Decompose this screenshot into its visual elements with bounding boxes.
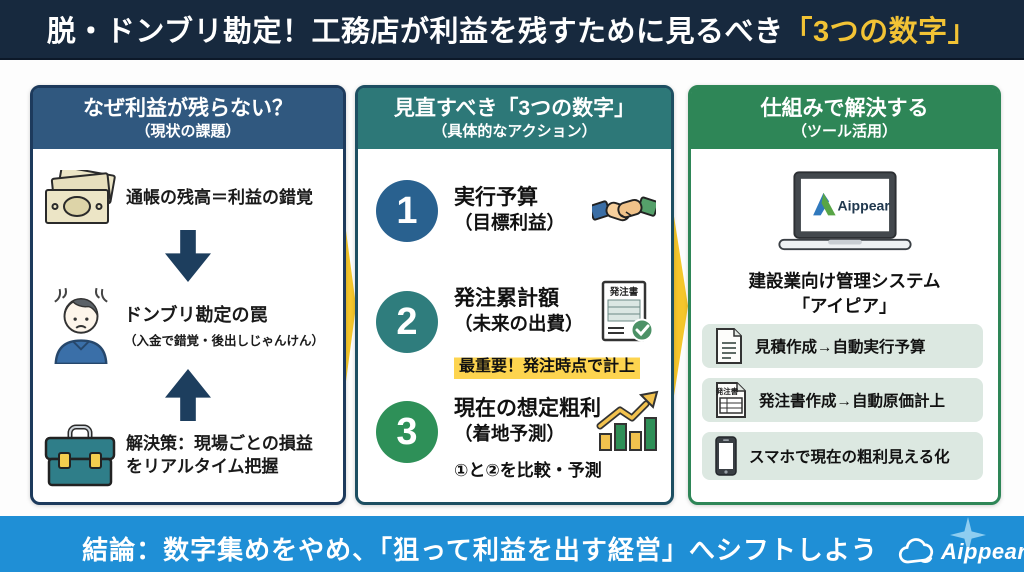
smartphone-icon <box>715 436 737 476</box>
problem-item-solution-line1: 解決策：現場ごとの損益 <box>126 434 313 454</box>
laptop-brand-text: Aippear <box>837 198 890 214</box>
step-3-title: 現在の想定粗利 <box>454 397 601 420</box>
panel-solution-subtitle: （ツール活用） <box>791 123 897 141</box>
page-title: 脱・ドンブリ勘定！工務店が利益を残すために見るべき「3つの数字」 <box>47 8 977 50</box>
step-2-badge: 2 <box>376 291 438 353</box>
handshake-icon <box>592 196 656 222</box>
problem-item-balance: 通帳の残高＝利益の錯覚 <box>43 170 313 226</box>
page-title-highlight: 「3つの数字」 <box>783 16 978 48</box>
order-sheet-label: 発注書 <box>609 286 639 298</box>
up-arrow-icon <box>165 369 211 421</box>
system-name-line2: 「アイピア」 <box>792 296 897 316</box>
worried-person-icon <box>54 287 108 364</box>
problem-item-balance-text: 通帳の残高＝利益の錯覚 <box>126 187 313 207</box>
step-2-note-highlight: 最重要！発注時点で計上 <box>454 352 641 379</box>
problem-item-solution: 解決策：現場ごとの損益 をリアルタイム把握 <box>43 424 313 488</box>
panel-solution: 仕組みで解決する （ツール活用） Aippear 建設業向け管理システム 「アイ… <box>688 85 1001 505</box>
title-bar: 脱・ドンブリ勘定！工務店が利益を残すために見るべき「3つの数字」 <box>0 0 1024 60</box>
feature-estimate-text: 見積作成→自動実行予算 <box>755 339 926 356</box>
toolbox-icon <box>44 424 116 487</box>
panel-problem-header: なぜ利益が残らない？ （現状の課題） <box>33 88 343 149</box>
step-3-badge: 3 <box>376 401 438 463</box>
order-doc-icon: 発注書 <box>715 382 746 418</box>
estimate-doc-icon <box>716 328 742 364</box>
panel-solution-header: 仕組みで解決する （ツール活用） <box>691 88 998 149</box>
step-2-sub: （未来の出費） <box>454 313 584 335</box>
feature-smartphone-text: スマホで現在の粗利見える化 <box>749 449 950 466</box>
step-1-sub: （目標利益） <box>454 212 566 234</box>
problem-item-solution-line2: をリアルタイム把握 <box>126 457 279 476</box>
step-2-title: 発注累計額 <box>454 287 559 310</box>
feature-order: 発注書 発注書作成→自動原価計上 <box>702 378 983 422</box>
order-sheet-check-icon: 発注書 <box>601 280 654 342</box>
down-arrow-icon <box>165 230 211 282</box>
growth-chart-icon <box>596 390 659 451</box>
panel-numbers: 見直すべき「3つの数字」 （具体的なアクション） 1 実行予算 （目標利益） 2… <box>355 85 674 505</box>
step-3-textblock: 現在の想定粗利 （着地予測） <box>454 395 601 446</box>
panel-numbers-header: 見直すべき「3つの数字」 （具体的なアクション） <box>358 88 671 149</box>
problem-item-trap-textblock: ドンブリ勘定の罠 （入金で錯覚・後出しじゃんけん） <box>124 301 324 349</box>
page-title-main: 脱・ドンブリ勘定！工務店が利益を残すために見るべき <box>46 16 784 48</box>
step-1-textblock: 実行予算 （目標利益） <box>454 184 565 235</box>
feature-order-text: 発注書作成→自動原価計上 <box>759 393 946 410</box>
cloud-logo-icon <box>898 538 934 564</box>
step-3-sub: （着地予測） <box>454 423 566 445</box>
panel-problem: なぜ利益が残らない？ （現状の課題） 通帳の残高＝利益の錯覚 <box>30 85 346 505</box>
brand-logo: Aippear <box>898 538 1024 566</box>
panel-numbers-subtitle: （具体的なアクション） <box>432 123 597 141</box>
laptop-icon: Aippear <box>777 171 912 251</box>
problem-item-trap-title: ドンブリ勘定の罠 <box>124 305 268 325</box>
money-bills-icon <box>45 170 116 224</box>
system-name-line1: 建設業向け管理システム <box>748 271 941 291</box>
problem-item-trap-sub: （入金で錯覚・後出しじゃんけん） <box>124 334 325 348</box>
conclusion-text: 結論：数字集めをやめ、「狙って利益を出す経営」へシフトしよう <box>82 535 878 565</box>
step-1-badge: 1 <box>376 180 438 242</box>
order-doc-label: 発注書 <box>715 386 739 396</box>
problem-item-solution-text: 解決策：現場ごとの損益 をリアルタイム把握 <box>126 433 313 479</box>
conclusion-bar: 結論：数字集めをやめ、「狙って利益を出す経営」へシフトしよう Aippear <box>0 516 1024 572</box>
brand-name: Aippear <box>941 539 1024 564</box>
step-2-textblock: 発注累計額 （未来の出費） <box>454 285 584 336</box>
feature-smartphone: スマホで現在の粗利見える化 <box>702 432 983 480</box>
step-1-title: 実行予算 <box>454 186 538 209</box>
problem-item-trap: ドンブリ勘定の罠 （入金で錯覚・後出しじゃんけん） <box>47 286 324 364</box>
feature-estimate: 見積作成→自動実行予算 <box>702 324 983 368</box>
panel-solution-title: 仕組みで解決する <box>760 97 929 120</box>
panel-problem-subtitle: （現状の課題） <box>135 123 241 141</box>
step-3-note: ①と②を比較・予測 <box>454 461 602 480</box>
panel-problem-title: なぜ利益が残らない？ <box>83 97 293 120</box>
panel-numbers-title: 見直すべき「3つの数字」 <box>393 97 636 120</box>
